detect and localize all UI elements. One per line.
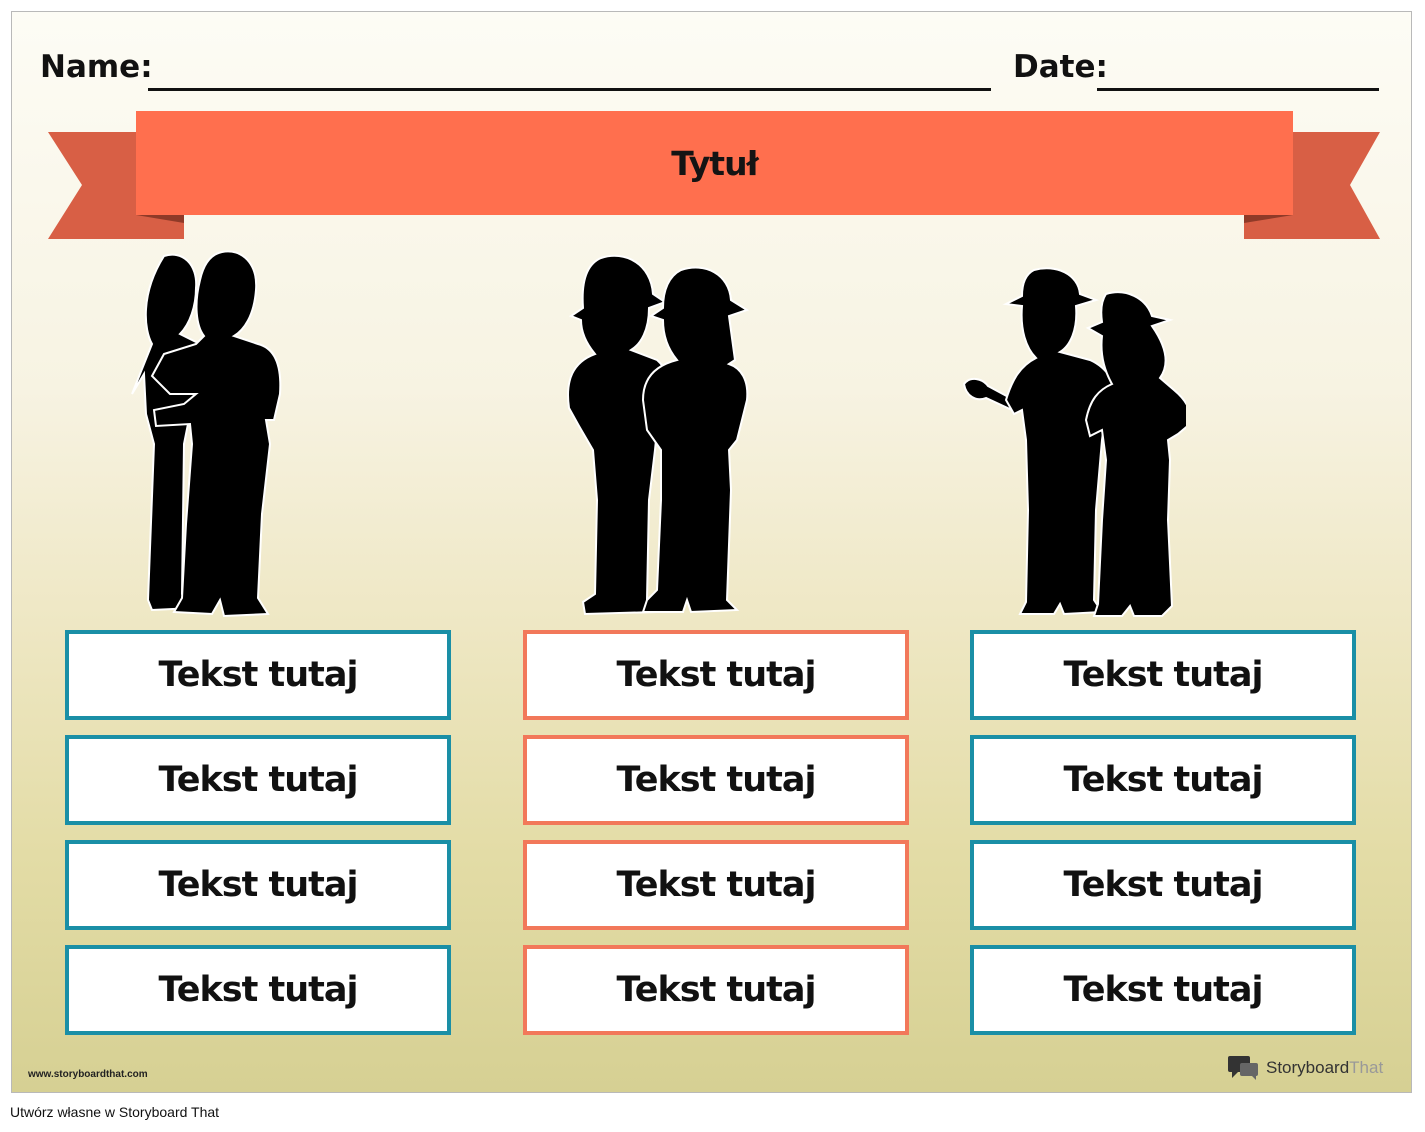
text-box-col1-row3[interactable]: Tekst tutaj (65, 840, 451, 930)
pair-hugging-silhouette-icon (131, 250, 282, 618)
text-box-col3-row4[interactable]: Tekst tutaj (970, 945, 1356, 1035)
site-url: www.storyboardthat.com (28, 1069, 148, 1080)
brand-name-that: That (1349, 1058, 1384, 1077)
date-label: Date: (1013, 49, 1108, 85)
brand-name-storyboard: Storyboard (1266, 1058, 1350, 1077)
name-field-line[interactable] (148, 88, 991, 91)
footer-caption[interactable]: Utwórz własne w Storyboard That (10, 1104, 220, 1120)
text-box-col2-row3[interactable]: Tekst tutaj (523, 840, 909, 930)
worksheet: Name: Date: Tytuł Tekst tutaj Tekst tu (11, 11, 1412, 1093)
date-field-line[interactable] (1097, 88, 1379, 91)
pair-rangers-silhouette-icon (962, 267, 1186, 617)
text-box-col1-row4[interactable]: Tekst tutaj (65, 945, 451, 1035)
banner-title[interactable]: Tytuł (671, 143, 759, 183)
banner-fold-right (1244, 215, 1293, 223)
text-box-col1-row1[interactable]: Tekst tutaj (65, 630, 451, 720)
banner-body (136, 111, 1293, 215)
text-box-col2-row1[interactable]: Tekst tutaj (523, 630, 909, 720)
text-box-col3-row2[interactable]: Tekst tutaj (970, 735, 1356, 825)
text-box-col3-row1[interactable]: Tekst tutaj (970, 630, 1356, 720)
banner-fold-left (136, 215, 184, 223)
text-box-col2-row4[interactable]: Tekst tutaj (523, 945, 909, 1035)
name-label: Name: (40, 49, 153, 85)
text-box-col2-row2[interactable]: Tekst tutaj (523, 735, 909, 825)
text-box-col1-row2[interactable]: Tekst tutaj (65, 735, 451, 825)
title-banner (48, 111, 1380, 239)
storyboardthat-logo: StoryboardThat (1228, 1056, 1383, 1080)
text-box-col3-row3[interactable]: Tekst tutaj (970, 840, 1356, 930)
pair-standing-hats-silhouette-icon (567, 254, 750, 616)
speech-bubbles-icon (1228, 1056, 1258, 1080)
